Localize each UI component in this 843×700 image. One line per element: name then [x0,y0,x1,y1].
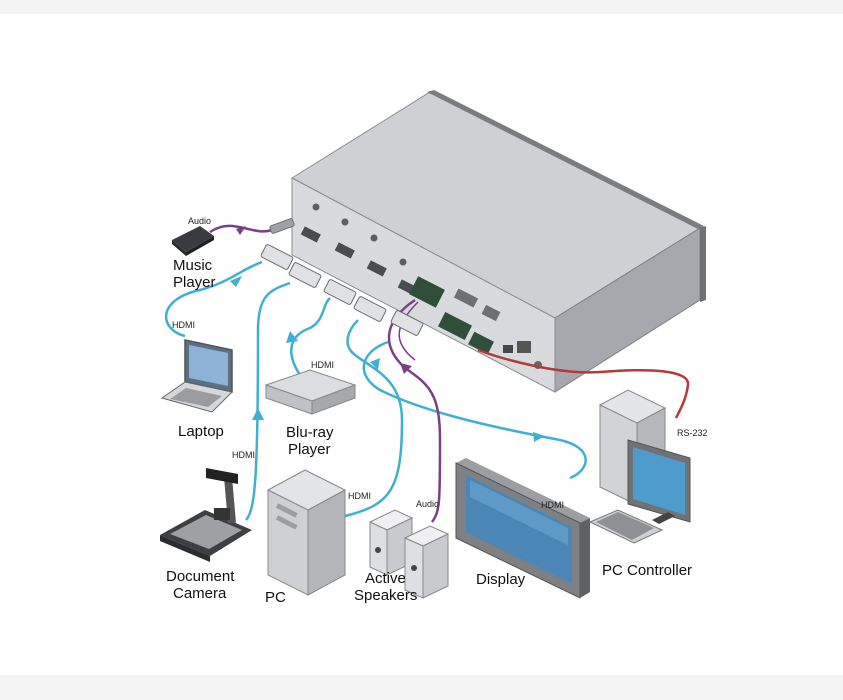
active-speakers-device [368,509,450,599]
switcher-unit [290,90,706,393]
display-device [455,458,590,599]
usb-port [503,345,513,353]
terminal-blocks [409,276,501,355]
pc-label: PC [265,589,286,606]
bluray-label-line2: Player [288,441,331,458]
hdmi-label-camera: HDMI [232,450,255,460]
hdmi-cable-display [362,340,587,480]
document-camera-device [160,468,252,562]
speakers-label-line2: Speakers [354,587,417,604]
bluray-label-line1: Blu-ray [286,424,334,441]
power-connector [517,341,531,353]
document-camera-label-line1: Document [166,568,235,585]
pc-controller-device [588,389,691,544]
hdmi-input-ports [300,226,418,296]
music-player-label-line1: Music [173,257,213,274]
audio-label-speakers: Audio [416,499,439,509]
pc-controller-label: PC Controller [602,562,692,579]
laptop-device [160,339,234,413]
hdmi-label-bluray: HDMI [311,360,334,370]
hdmi-connectors [260,244,424,336]
audio-plug [269,218,295,234]
speakers-label-line1: Active [365,570,406,587]
hdmi-label-laptop: HDMI [172,320,195,330]
rs232-cable [477,348,690,419]
hdmi-cable-bluray [290,297,331,376]
audio-jacks [312,203,407,266]
top-band [0,0,843,14]
music-player-label-line2: Player [173,274,216,291]
laptop-label: Laptop [178,423,224,440]
pc-tower-device [266,469,347,596]
bottom-band [0,675,843,700]
document-camera-label-line2: Camera [173,585,227,602]
display-label: Display [476,571,526,588]
rs232-label: RS-232 [677,428,708,438]
audio-cable-speakers [387,298,442,523]
hdmi-cable-laptop [164,260,263,338]
hdmi-cable-pc [344,319,404,518]
hdmi-label-pc: HDMI [348,491,371,501]
hdmi-cable-document-camera [245,281,291,521]
hdmi-label-display: HDMI [541,500,564,510]
music-player-device [172,226,214,256]
audio-label-top: Audio [188,216,211,226]
bluray-device [264,369,357,415]
